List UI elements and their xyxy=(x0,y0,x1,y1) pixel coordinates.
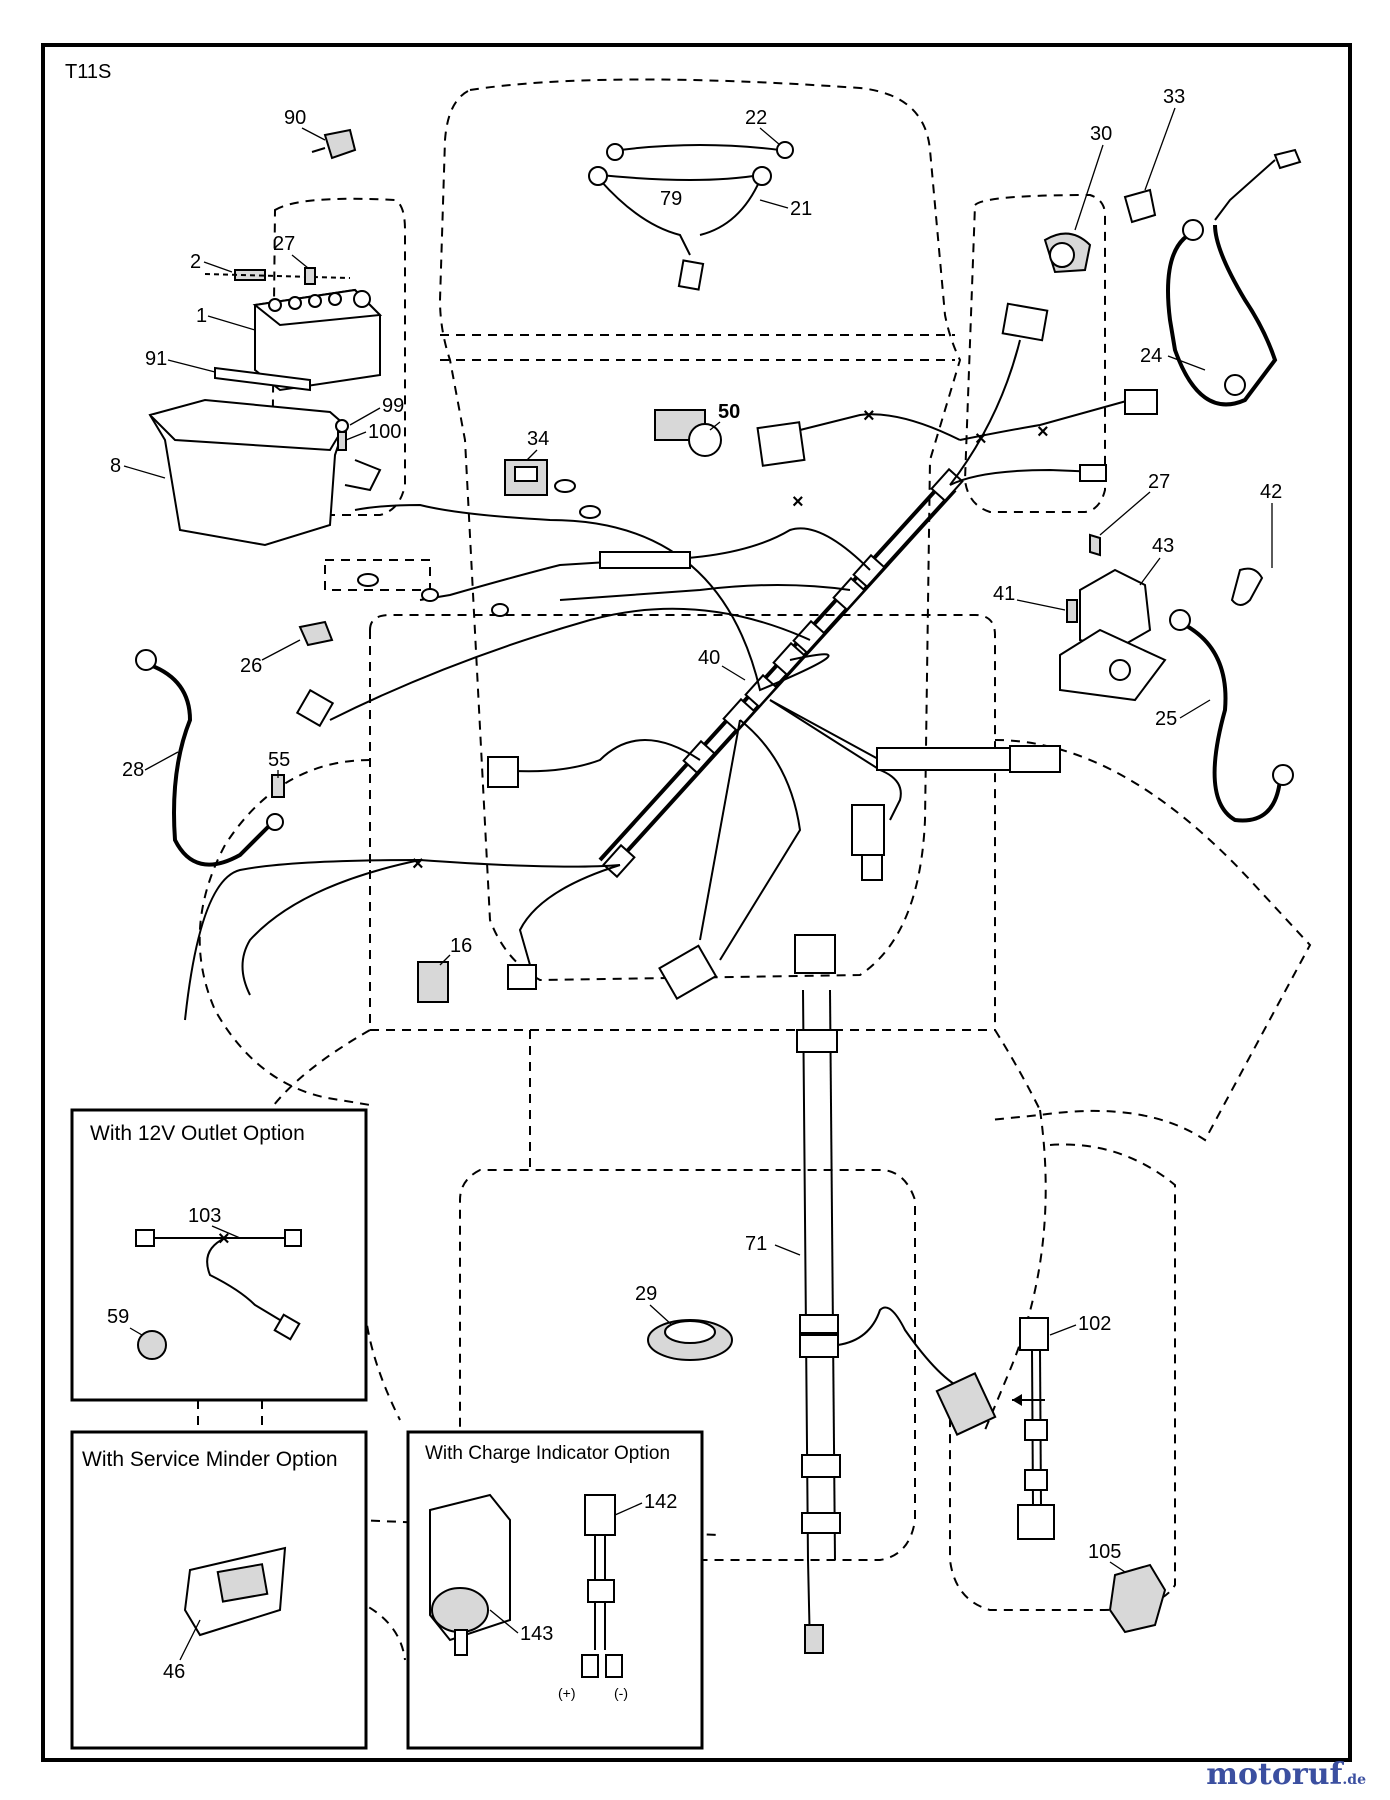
harness-connectors xyxy=(295,302,1158,1000)
harness-clip xyxy=(682,739,716,775)
part-102-harness xyxy=(1012,1317,1055,1540)
ignition-switch xyxy=(1043,188,1157,274)
splice-mark: × xyxy=(412,853,424,875)
splice-mark: × xyxy=(975,428,987,450)
part-label-8: 8 xyxy=(110,455,121,477)
part-16-connector xyxy=(417,961,449,1003)
part-label-26: 26 xyxy=(240,655,262,677)
splice-mark: × xyxy=(218,1228,230,1250)
part-50-switch xyxy=(654,409,722,457)
headlight-harness xyxy=(588,141,794,291)
part-label-105: 105 xyxy=(1088,1541,1121,1563)
part-24-cable xyxy=(1166,148,1302,407)
part-label-29: 29 xyxy=(635,1283,657,1305)
part-label-102: 102 xyxy=(1078,1313,1111,1335)
part-label-43: 43 xyxy=(1152,535,1174,557)
part-label-91: 91 xyxy=(145,348,167,370)
part-34-switch xyxy=(504,459,548,496)
part-label-99: 99 xyxy=(382,395,404,417)
main-harness: × × × × × xyxy=(184,339,1131,1021)
splice-mark: × xyxy=(1037,421,1049,443)
charge-indicator-title: With Charge Indicator Option xyxy=(425,1443,670,1464)
diagram-frame xyxy=(41,43,1352,1762)
part-labels: 2 27 1 91 8 99 100 90 22 79 21 30 33 24 … xyxy=(107,86,1282,1683)
part-55-screw xyxy=(271,774,285,798)
polarity-plus: (+) xyxy=(558,1685,576,1701)
part-label-100: 100 xyxy=(368,421,401,443)
polarity-minus: (-) xyxy=(614,1685,628,1701)
brand-watermark: motoruf.de xyxy=(1206,1757,1366,1792)
part-26-fuse xyxy=(298,620,334,647)
part-label-59: 59 xyxy=(107,1306,129,1328)
service-minder-title: With Service Minder Option xyxy=(82,1448,338,1471)
part-label-90: 90 xyxy=(284,107,306,129)
part-label-28: 28 xyxy=(122,759,144,781)
harness-clip xyxy=(792,619,826,655)
part-label-22: 22 xyxy=(745,107,767,129)
part-label-2: 2 xyxy=(190,251,201,273)
part-25-cable xyxy=(1169,609,1294,823)
harness-clip xyxy=(832,576,866,612)
part-label-24: 24 xyxy=(1140,345,1162,367)
part-label-71: 71 xyxy=(745,1233,767,1255)
part-label-34: 34 xyxy=(527,428,549,450)
splice-mark: × xyxy=(792,491,804,513)
part-90-connector xyxy=(311,128,357,160)
harness-clip xyxy=(744,673,778,709)
part-label-30: 30 xyxy=(1090,123,1112,145)
starter-solenoid xyxy=(1059,533,1264,702)
box-12v-outlet: × xyxy=(70,1108,368,1402)
part-label-16: 16 xyxy=(450,935,472,957)
part-label-79: 79 xyxy=(660,188,682,210)
harness-clip xyxy=(852,553,886,589)
part-71-harness xyxy=(794,934,997,1654)
part-105-switch xyxy=(1108,1563,1167,1634)
battery-assembly xyxy=(148,267,383,547)
part-label-25: 25 xyxy=(1155,708,1177,730)
part-29-grommet xyxy=(647,1319,733,1361)
part-label-42: 42 xyxy=(1260,481,1282,503)
diagram-id: T11S xyxy=(65,61,111,83)
part-label-46: 46 xyxy=(163,1661,185,1683)
harness-clip xyxy=(772,641,806,677)
box-charge-indicator xyxy=(406,1430,704,1750)
harness-clip xyxy=(722,697,756,733)
part-label-142: 142 xyxy=(644,1491,677,1513)
outlet-option-title: With 12V Outlet Option xyxy=(90,1122,305,1145)
splice-mark: × xyxy=(863,405,875,427)
part-label-27a: 27 xyxy=(273,233,295,255)
part-label-41: 41 xyxy=(993,583,1015,605)
part-label-33: 33 xyxy=(1163,86,1185,108)
part-label-50: 50 xyxy=(718,401,740,423)
box-service-minder xyxy=(70,1430,368,1750)
part-label-40: 40 xyxy=(698,647,720,669)
part-label-55: 55 xyxy=(268,749,290,771)
part-label-143: 143 xyxy=(520,1623,553,1645)
part-28-cable xyxy=(135,649,284,867)
part-label-1: 1 xyxy=(196,305,207,327)
part-label-21: 21 xyxy=(790,198,812,220)
part-label-103: 103 xyxy=(188,1205,221,1227)
part-label-27b: 27 xyxy=(1148,471,1170,493)
